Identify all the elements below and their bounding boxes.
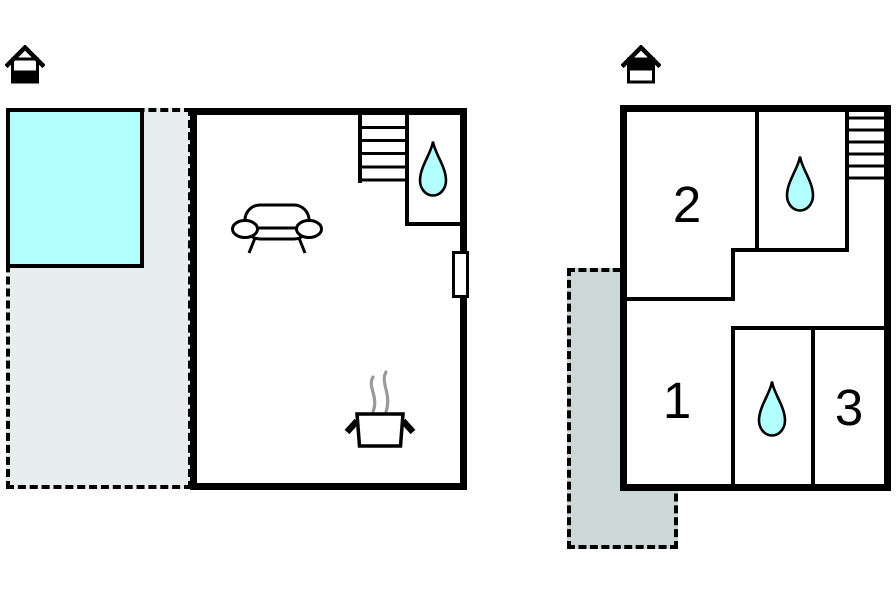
upper-staircase <box>849 112 884 182</box>
ground-bathroom-partition <box>405 115 460 226</box>
upper-bathroom-top <box>785 155 815 212</box>
room-3-label: 3 <box>834 378 864 436</box>
house-roof <box>5 45 45 69</box>
water-drop-icon <box>785 156 815 212</box>
pot-handle <box>344 418 360 435</box>
wall-bath-left <box>755 112 759 250</box>
living-room-sofa <box>231 202 323 256</box>
water-drop-icon <box>757 381 787 437</box>
water-drop-icon <box>418 141 448 197</box>
swimming-pool <box>6 108 144 268</box>
room-2-label: 2 <box>672 175 702 233</box>
sofa-leg <box>247 237 257 254</box>
wall-room2-room1 <box>627 297 735 301</box>
wall-hall-bottom <box>731 326 884 330</box>
staircase-icon <box>358 115 405 183</box>
upper-floor-level-icon <box>621 45 661 85</box>
wall-bath-room3 <box>811 330 815 484</box>
sofa-armrest <box>295 219 323 239</box>
ground-floor-level-icon <box>5 45 45 85</box>
water-drop-shape <box>785 156 815 212</box>
sofa-icon <box>231 203 323 254</box>
sofa-armrest <box>231 219 259 239</box>
upper-building-outline: 2 1 3 <box>620 105 891 491</box>
house-upper-floor-icon <box>621 45 661 84</box>
kitchen-stove <box>344 370 416 450</box>
active-level-band <box>14 70 36 81</box>
house-roof <box>621 45 661 69</box>
upper-bathroom-bottom <box>757 380 787 437</box>
sofa-leg <box>297 237 307 254</box>
wall-hall-step <box>731 248 735 301</box>
wall-room1-bath <box>731 330 735 484</box>
water-drop-shape <box>418 141 448 197</box>
staircase-icon <box>849 116 884 180</box>
window <box>452 251 469 298</box>
wall-stairs-left <box>845 112 849 252</box>
steaming-pot-icon <box>344 370 416 448</box>
house-ground-floor-icon <box>5 45 45 84</box>
ground-building-outline <box>190 108 467 490</box>
ground-staircase <box>358 115 405 183</box>
ground-bathroom <box>418 140 448 197</box>
steam-line <box>382 370 390 414</box>
water-drop-shape <box>757 381 787 437</box>
wall-bath-bottom <box>731 248 849 252</box>
pot-handle <box>400 418 416 435</box>
room-1-label: 1 <box>662 371 692 429</box>
pot-body <box>355 412 405 448</box>
steam-line <box>369 375 377 414</box>
active-level-band <box>630 60 652 71</box>
